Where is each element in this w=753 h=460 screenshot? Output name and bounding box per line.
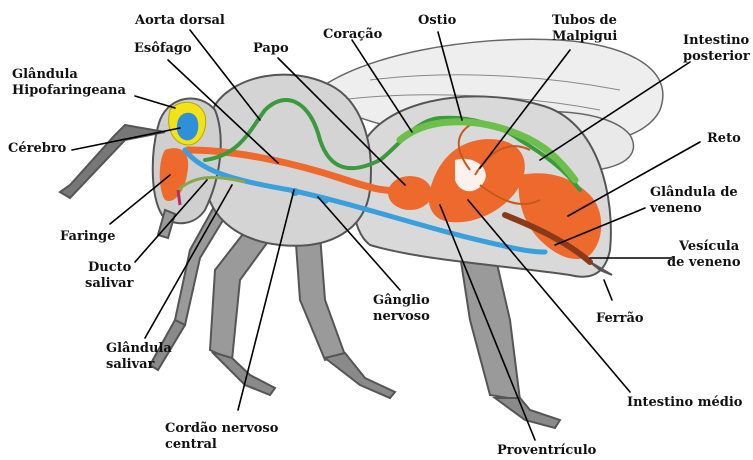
label-ferrao: Ferrão	[596, 311, 644, 326]
label-vesicula-veneno-2: de veneno	[667, 255, 741, 270]
label-glandula-hipofaringeana-2: Hipofaringeana	[12, 83, 126, 98]
leader-ferrao	[604, 280, 612, 300]
salivary-gland-mark	[178, 190, 180, 205]
label-papo: Papo	[253, 41, 289, 56]
label-ganglio-nervoso-2: nervoso	[373, 309, 430, 324]
label-proventriculo: Proventrículo	[497, 443, 597, 458]
label-tubos-malpigui-1: Tubos de	[552, 13, 617, 28]
label-vesicula-veneno-1: Vesícula	[678, 239, 740, 254]
label-cordao-nervoso-2: central	[165, 437, 217, 452]
label-cordao-nervoso-1: Cordão nervoso	[165, 421, 279, 436]
label-glandula-hipofaringeana-1: Glândula	[12, 67, 78, 82]
leg-middle	[210, 225, 275, 360]
label-ostio: Ostio	[418, 13, 457, 28]
label-faringe: Faringe	[60, 229, 116, 244]
label-glandula-veneno-1: Glândula de	[650, 185, 738, 200]
label-cerebro: Cérebro	[8, 141, 67, 156]
label-reto: Reto	[707, 131, 741, 146]
crop	[388, 176, 432, 210]
label-ducto-salivar-2: salivar	[85, 276, 134, 291]
label-tubos-malpigui-2: Malpigui	[552, 29, 617, 44]
antenna	[60, 125, 165, 198]
label-intestino-medio: Intestino médio	[627, 395, 743, 410]
label-glandula-salivar-1: Glândula	[106, 341, 172, 356]
label-ganglio-nervoso-1: Gânglio	[373, 293, 430, 308]
label-glandula-salivar-2: salivar	[106, 357, 155, 372]
label-intestino-posterior-2: posterior	[683, 49, 750, 64]
label-glandula-veneno-2: veneno	[649, 201, 702, 216]
label-ducto-salivar-1: Ducto	[88, 260, 132, 275]
label-esofago: Esôfago	[134, 41, 192, 56]
label-aorta-dorsal: Aorta dorsal	[134, 13, 225, 28]
label-intestino-posterior-1: Intestino	[683, 33, 750, 48]
label-coracao: Coração	[323, 27, 383, 42]
leader-glandula-hipofaringeana	[135, 96, 175, 108]
brain	[177, 113, 198, 141]
